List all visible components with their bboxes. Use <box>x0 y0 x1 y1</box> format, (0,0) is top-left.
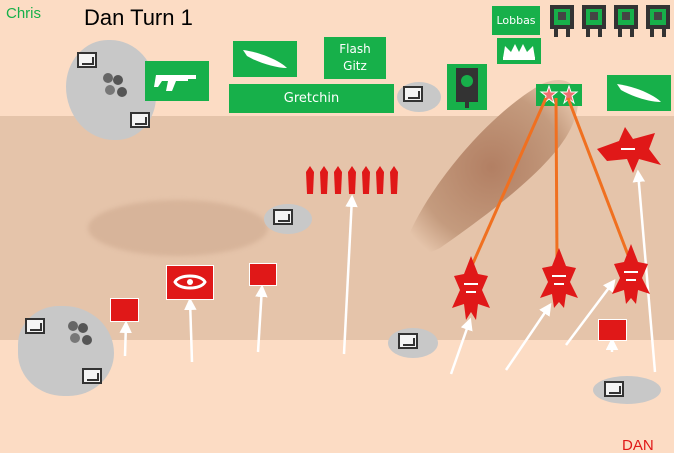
ruin-marker <box>82 368 102 384</box>
lobbas-label: Lobbas <box>496 14 536 27</box>
fire-line <box>566 97 630 256</box>
infantry-line[interactable] <box>304 164 404 198</box>
flash-gitz-card[interactable]: Flash Gitz <box>324 37 386 79</box>
lobbas-card[interactable]: Lobbas <box>492 6 540 35</box>
walker-squad[interactable] <box>548 3 672 39</box>
ruin-marker <box>403 86 423 102</box>
skull-banner-unit[interactable] <box>598 319 627 341</box>
ruin-marker <box>604 381 624 397</box>
blade-icon <box>243 50 287 68</box>
player-left-label: Chris <box>6 5 42 22</box>
ruin-marker <box>130 112 150 128</box>
spiked-walker-unit[interactable] <box>538 248 580 310</box>
crown-icon <box>503 44 535 60</box>
move-arrow <box>632 169 657 373</box>
spiked-walker-unit[interactable] <box>450 256 492 322</box>
turn-title: Dan Turn 1 <box>84 5 193 30</box>
walker-icon <box>646 5 670 37</box>
walker-icon <box>550 5 574 37</box>
blade-icon <box>617 84 661 102</box>
move-arrow <box>565 279 616 346</box>
tank-unit-card[interactable] <box>447 64 487 110</box>
walker-icon <box>582 5 606 37</box>
spiked-walker-unit[interactable] <box>610 244 652 306</box>
fire-line <box>468 97 548 271</box>
move-arrow <box>119 320 132 357</box>
player-right-label: DAN <box>622 437 654 453</box>
warband-unit[interactable] <box>166 265 214 300</box>
gun-icon <box>154 75 196 91</box>
ruin-marker <box>25 318 45 334</box>
tank-icon <box>456 68 478 108</box>
move-arrow <box>255 284 268 353</box>
move-arrow <box>449 317 473 375</box>
move-arrow <box>504 302 552 371</box>
flash-gitz-label: Flash Gitz <box>339 42 371 73</box>
fire-line <box>554 97 559 261</box>
walker-icon <box>614 5 638 37</box>
move-arrow <box>184 297 197 363</box>
warband-icon <box>173 274 207 290</box>
blade-unit-card[interactable] <box>233 41 297 77</box>
ruin-marker <box>273 209 293 225</box>
shallow-pond <box>88 200 268 256</box>
skull-banner-unit[interactable] <box>110 298 139 322</box>
spiked-flyer-unit[interactable] <box>597 127 661 173</box>
gretchin-label: Gretchin <box>283 91 340 106</box>
ruin-marker <box>398 333 418 349</box>
skull-banner-unit[interactable] <box>249 263 277 286</box>
move-arrow <box>342 194 358 355</box>
blade-unit-card-right[interactable] <box>607 75 671 111</box>
gretchin-card[interactable]: Gretchin <box>229 84 394 113</box>
rubble-icon <box>68 321 92 345</box>
crown-unit-card[interactable] <box>497 38 541 64</box>
gun-unit-card[interactable] <box>145 61 209 101</box>
ruin-marker <box>77 52 97 68</box>
rubble-icon <box>103 73 127 97</box>
